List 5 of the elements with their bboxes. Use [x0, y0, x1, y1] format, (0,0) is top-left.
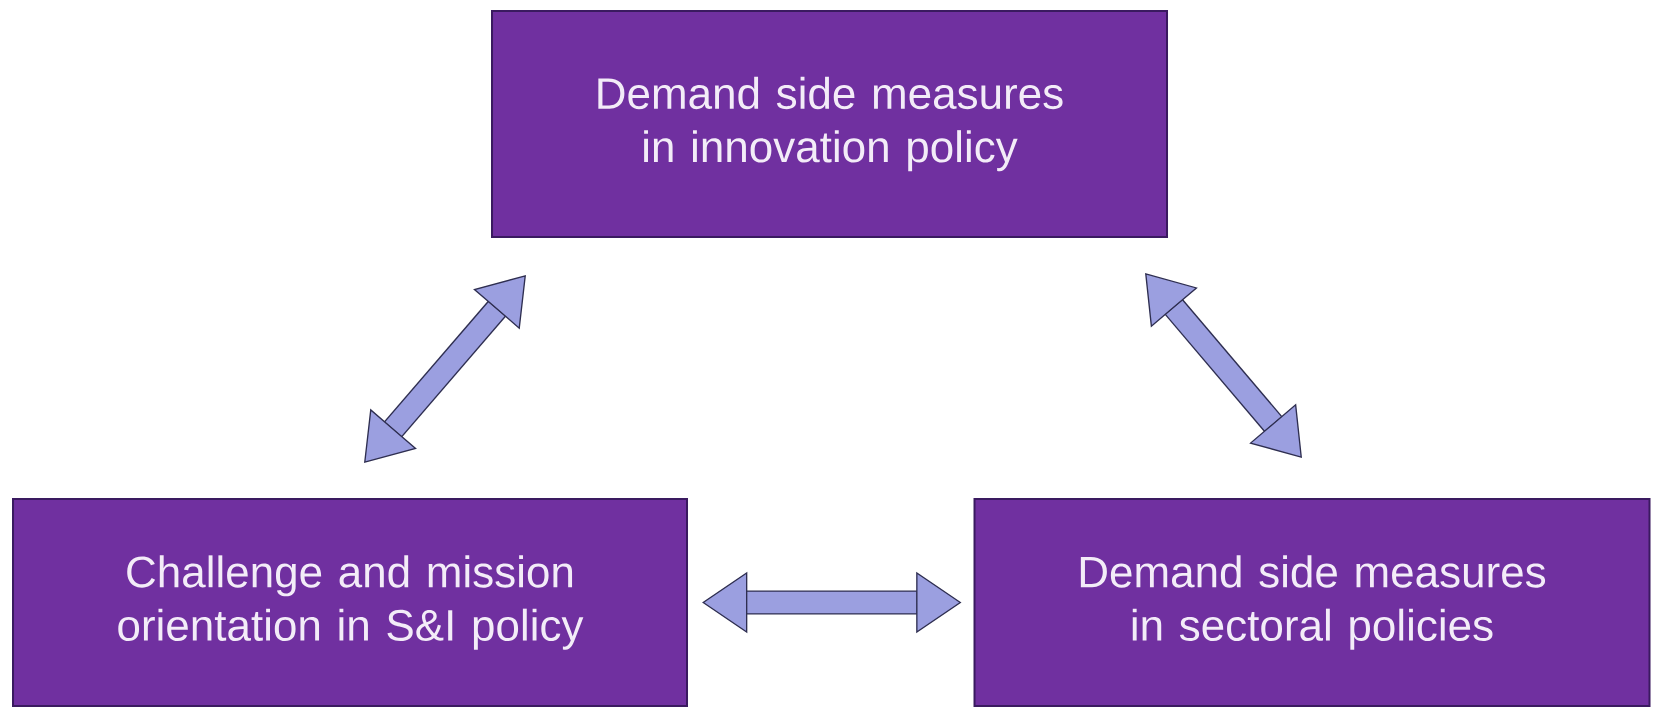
double-arrow	[1145, 273, 1302, 458]
text-box: Challenge and mission orientation in S&I policy	[12, 498, 688, 707]
double-arrow	[364, 275, 526, 463]
text-box: Demand side measures in sectoral policies	[973, 498, 1651, 707]
text-box: Demand side measures in innovation policy	[491, 10, 1168, 238]
